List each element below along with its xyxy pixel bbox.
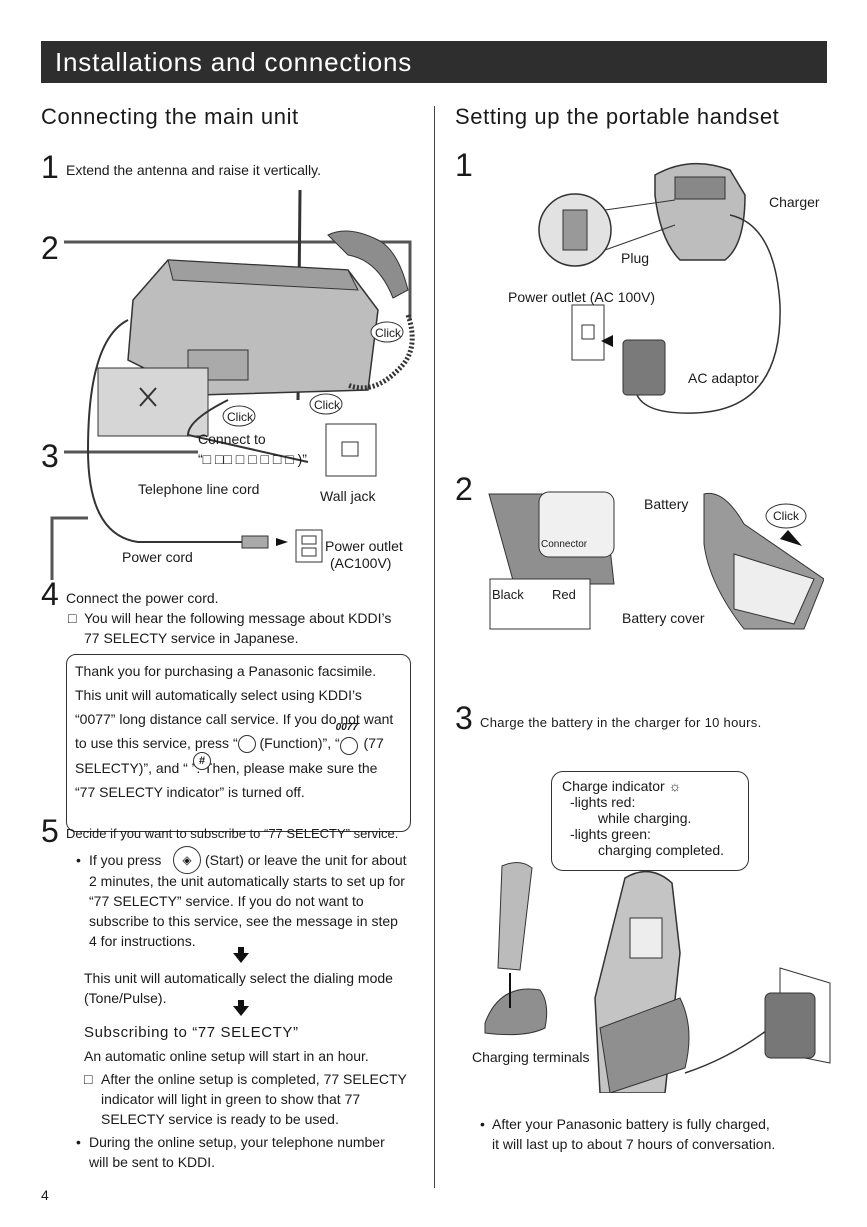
click-label-cover: Click	[773, 509, 799, 523]
down-arrow-icon-1	[233, 947, 249, 963]
after-setup-line1: After the online setup is completed, 77 …	[101, 1071, 407, 1087]
charger-label: Charger	[769, 194, 820, 210]
callout-line4: -lights green:	[570, 826, 651, 842]
battery-note-line2: it will last up to about 7 hours of conv…	[492, 1136, 776, 1152]
black-wire-label: Black	[492, 587, 524, 602]
left-step3-number: 3	[41, 438, 59, 474]
click-label-cord: Click	[314, 398, 340, 412]
step5-bullet1-a: If you press	[89, 852, 162, 868]
red-wire-label: Red	[552, 587, 576, 602]
left-step5-number: 5	[41, 813, 59, 849]
indicator-light-icon: ☼	[668, 778, 682, 794]
section-header-bar: Installations and connections	[41, 41, 827, 83]
start-button-icon: ◈	[173, 846, 201, 874]
step4-bullet-marker: □	[68, 610, 77, 626]
message-line4-c: (77	[359, 735, 384, 751]
message-line6: “77 SELECTY indicator” is turned off.	[75, 784, 305, 801]
click-label-jack: Click	[227, 410, 253, 424]
after-setup-line3: SELECTY service is ready to be used.	[101, 1111, 339, 1127]
callout-line1: Charge indicator ☼	[562, 778, 738, 794]
power-cord-label: Power cord	[122, 549, 193, 565]
step5-bullet1-line5: 4 for instructions.	[89, 933, 196, 949]
callout-line1-text: Charge indicator	[562, 778, 665, 794]
section-header-title: Installations and connections	[55, 47, 413, 77]
left-section-title: Connecting the main unit	[41, 104, 299, 129]
connect-to-label: Connect to	[198, 431, 266, 447]
right-step1-number: 1	[455, 147, 473, 183]
after-setup-line2: indicator will light in green to show th…	[101, 1091, 361, 1107]
right-step3-text: Charge the battery in the charger for 10…	[480, 715, 762, 730]
connect-target-label: “□ □□ □ □ □ □ □ )”	[198, 451, 307, 467]
step5-bullet1-line2: 2 minutes, the unit automatically starts…	[89, 873, 405, 889]
callout-line5: charging completed.	[598, 842, 725, 858]
down-arrow-icon-2	[233, 1000, 249, 1016]
step5-bullet1-dot: •	[76, 852, 81, 868]
step4-bullet-line2: 77 SELECTY service in Japanese.	[84, 630, 299, 646]
subscribing-title: Subscribing to “77 SELECTY”	[84, 1024, 299, 1041]
charging-terminals-label: Charging terminals	[472, 1049, 590, 1065]
during-setup-line1: During the online setup, your telephone …	[89, 1134, 385, 1150]
kddi-message-box: Thank you for purchasing a Panasonic fac…	[66, 654, 411, 832]
battery-note-dot: •	[480, 1116, 485, 1132]
left-step1-number: 1	[41, 149, 59, 185]
column-divider	[434, 106, 435, 1188]
right-section-title: Setting up the portable handset	[455, 104, 780, 129]
after-setup-marker: □	[84, 1071, 93, 1087]
battery-install-illustration	[488, 491, 824, 630]
ac-adaptor-label: AC adaptor	[688, 370, 759, 386]
left-step4-text: Connect the power cord.	[66, 590, 219, 606]
left-step2-number: 2	[41, 230, 59, 266]
selecty-button-icon: 0077	[336, 722, 360, 756]
message-line2: This unit will automatically select usin…	[75, 687, 362, 703]
page-number: 4	[41, 1187, 49, 1203]
power-outlet-spec-label: (AC100V)	[330, 555, 392, 571]
message-line5: SELECTY)”, and “ ”. Then, please make su…	[75, 756, 402, 780]
click-label-handset: Click	[375, 326, 401, 340]
connector-label: Connector	[541, 539, 588, 550]
battery-note-line1: After your Panasonic battery is fully ch…	[492, 1116, 770, 1132]
dial-mode-line2: (Tone/Pulse).	[84, 990, 167, 1006]
step5-bullet1-line3: “77 SELECTY” service. If you do not want…	[89, 893, 364, 909]
dial-mode-line1: This unit will automatically select the …	[84, 970, 393, 986]
power-outlet-ac100v-label: Power outlet (AC 100V)	[508, 289, 656, 305]
message-line4-b: (Function)”, “	[255, 735, 340, 751]
battery-label: Battery	[644, 496, 689, 512]
left-step1-text: Extend the antenna and raise it vertical…	[66, 162, 322, 178]
online-setup-line: An automatic online setup will start in …	[84, 1048, 369, 1064]
left-step4-number: 4	[41, 576, 59, 612]
right-step2-number: 2	[455, 471, 473, 507]
wall-jack-label: Wall jack	[320, 488, 376, 504]
callout-line2: -lights red:	[570, 794, 636, 810]
right-step3-number: 3	[455, 700, 473, 736]
telephone-line-cord-label: Telephone line cord	[138, 481, 260, 497]
function-button-icon	[237, 735, 256, 754]
message-line4: to use this service, press “ (Function)”…	[75, 722, 402, 756]
message-line1: Thank you for purchasing a Panasonic fac…	[75, 663, 377, 679]
callout-line3: while charging.	[598, 810, 692, 826]
selecty-logo-text: 0077	[335, 722, 358, 734]
battery-cover-label: Battery cover	[622, 610, 705, 626]
hash-button-icon: #	[193, 752, 211, 770]
charger-setup-illustration	[538, 162, 781, 414]
during-setup-line2: will be sent to KDDI.	[89, 1154, 216, 1170]
plug-label: Plug	[621, 250, 650, 266]
left-step5-text: Decide if you want to subscribe to “77 S…	[66, 826, 399, 841]
message-line5-text: SELECTY)”, and “ ”. Then, please make su…	[75, 760, 378, 777]
step5-bullet1-b: (Start) or leave the unit for about	[205, 852, 407, 868]
handset-charging-illustration	[484, 862, 831, 1093]
message-line4-a: to use this service, press “	[75, 735, 238, 751]
power-outlet-label: Power outlet	[325, 538, 403, 554]
message-line3: “0077” long distance call service. If yo…	[75, 711, 394, 727]
main-unit-illustration	[50, 189, 415, 580]
during-setup-dot: •	[76, 1134, 81, 1150]
step5-bullet1-line4: subscribe to this service, see the messa…	[89, 913, 398, 929]
charge-indicator-callout: Charge indicator ☼ -lights red: while ch…	[551, 771, 749, 871]
step4-bullet-line1: You will hear the following message abou…	[84, 610, 392, 626]
